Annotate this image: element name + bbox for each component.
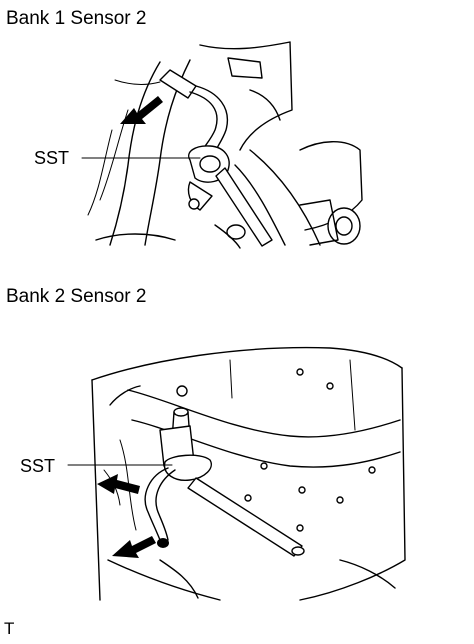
bolt-hole	[296, 368, 304, 376]
panel-1-sst-callout: SST	[34, 148, 70, 168]
sensor-connector	[159, 69, 197, 99]
bolt-hole	[368, 466, 376, 474]
sensor-connector	[157, 538, 169, 548]
engine-right-outline	[299, 367, 406, 601]
exhaust-pipe-edge	[109, 61, 161, 246]
flange-plate	[299, 199, 339, 246]
sst-handle	[215, 167, 273, 247]
casting-line	[229, 359, 233, 399]
crossmember-edge	[234, 164, 286, 246]
bracket-outline	[227, 57, 263, 79]
footer-code: T	[4, 619, 15, 638]
arrow-icon	[97, 474, 140, 494]
lower-contour	[107, 559, 221, 601]
engine-top-outline	[91, 346, 403, 381]
sst-socket-bore	[199, 155, 221, 173]
bolt-hole	[244, 494, 252, 502]
crossmember-edge	[249, 149, 321, 246]
panel-2-title: Bank 2 Sensor 2	[6, 286, 147, 307]
pipe-contour	[249, 89, 281, 121]
casting-line	[349, 359, 356, 431]
lower-contour	[95, 233, 176, 241]
sst-base	[163, 454, 212, 481]
sst-handle-end	[291, 546, 305, 556]
engine-left-outline	[91, 379, 101, 601]
bolt-hole	[296, 524, 304, 532]
shading-line	[87, 129, 113, 216]
sensor-wire	[155, 469, 176, 541]
sensor-stem-top	[173, 407, 189, 417]
arrow-icon	[112, 536, 156, 558]
flange-bolt-head	[335, 216, 353, 236]
panel-1-drawing	[81, 41, 363, 249]
pipe-end	[109, 385, 141, 406]
exhaust-pipe-edge	[127, 389, 401, 438]
engine-block-outline	[199, 41, 293, 151]
lower-contour	[339, 559, 396, 589]
bolt-hole	[326, 382, 334, 390]
bolt-hole	[176, 385, 188, 397]
bolt-hole	[260, 462, 268, 470]
panel-2-drawing	[67, 346, 406, 601]
sensor-boss	[226, 224, 246, 240]
flange-bolt	[327, 207, 361, 245]
bolt-hole	[336, 496, 344, 504]
sensor-tip	[188, 198, 200, 210]
lower-contour	[159, 559, 199, 599]
heat-shield-outline	[299, 141, 363, 231]
sensor-wire	[144, 467, 169, 541]
bolt-hole	[298, 486, 306, 494]
shading-line	[114, 79, 161, 85]
panel-1-title: Bank 1 Sensor 2	[6, 8, 147, 29]
sst-handle	[187, 477, 303, 557]
arrow-icon	[120, 96, 163, 124]
panel-2-sst-callout: SST	[20, 456, 56, 476]
